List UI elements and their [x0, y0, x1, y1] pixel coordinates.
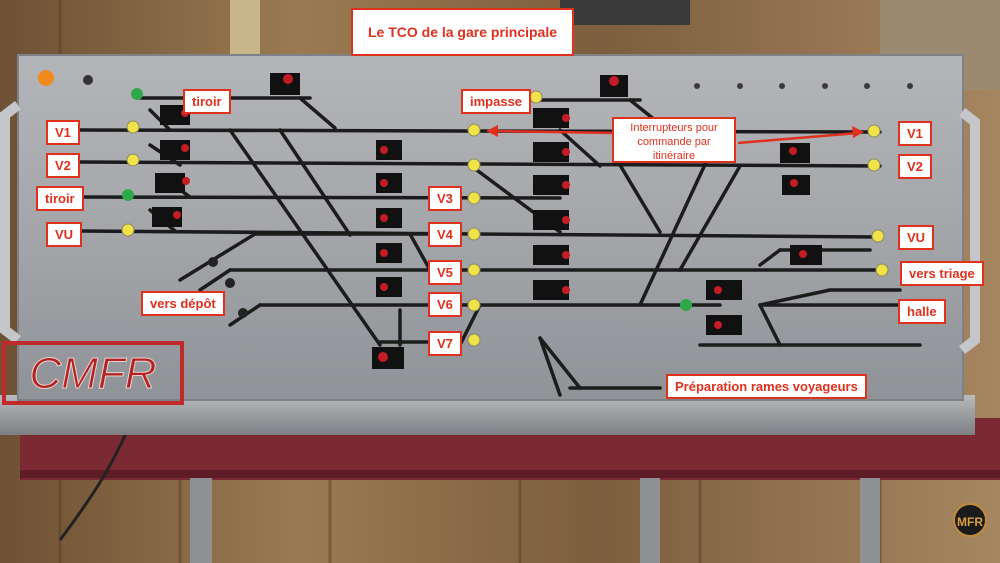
label-top-tiroir: tiroir	[183, 89, 231, 114]
label-top-impasse: impasse	[461, 89, 532, 114]
label-vers-depot: vers dépôt	[141, 291, 225, 316]
label-right-v2: V2	[898, 154, 932, 179]
title-label: Le TCO de la gare principale	[351, 8, 574, 56]
label-halle: halle	[898, 299, 946, 324]
label-right-v1: V1	[898, 121, 932, 146]
label-right-vu: VU	[898, 225, 935, 250]
switch-boxes	[152, 73, 822, 369]
label-v7: V7	[428, 331, 462, 356]
label-vers-triage: vers triage	[900, 261, 984, 286]
label-v3: V3	[428, 186, 462, 211]
svg-text:MFR: MFR	[957, 515, 983, 529]
svg-text:CMFR: CMFR	[29, 349, 156, 398]
label-left-vu: VU	[46, 222, 83, 247]
label-v4: V4	[428, 222, 462, 247]
indicator-buttons	[38, 70, 913, 347]
label-v5: V5	[428, 260, 462, 285]
label-preparation-rames: Préparation rames voyageurs	[666, 374, 867, 399]
label-left-tiroir: tiroir	[36, 186, 84, 211]
label-left-v2: V2	[46, 153, 80, 178]
corner-logo: MFR	[953, 503, 987, 537]
note-label: Interrupteurs pour commande par itinérai…	[612, 117, 736, 163]
label-v6: V6	[428, 292, 462, 317]
label-left-v1: V1	[46, 120, 80, 145]
arrows	[486, 125, 864, 145]
cmfr-logo: CMFR	[2, 341, 184, 405]
